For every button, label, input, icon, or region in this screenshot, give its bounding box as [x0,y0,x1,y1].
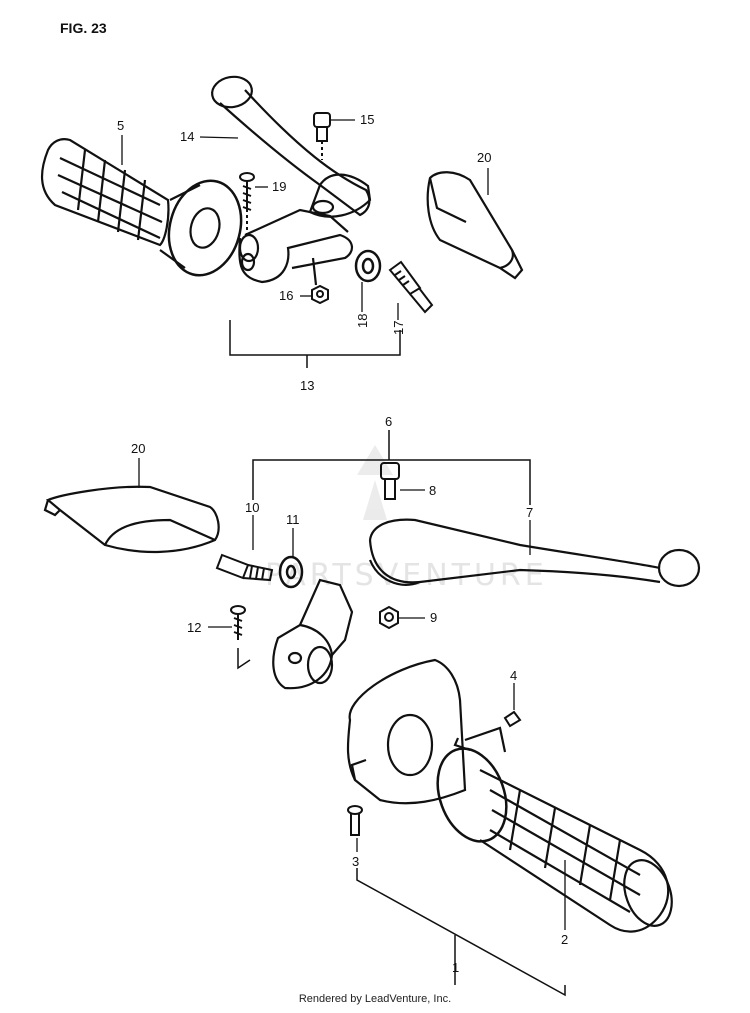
lower-lever-holder[interactable] [272,578,354,690]
callout-20-upper: 20 [477,150,491,165]
part-11-washer[interactable] [278,555,304,589]
part-14-lever[interactable] [210,74,372,218]
callout-2: 2 [561,932,568,947]
callout-14: 14 [180,129,194,144]
callout-15: 15 [360,112,374,127]
part-15-pivot-bolt[interactable] [313,112,331,160]
callout-5: 5 [117,118,124,133]
part-20-lever-cover-lower[interactable] [43,485,220,554]
callout-3: 3 [352,854,359,869]
callout-11: 11 [286,512,300,527]
part-4-pin[interactable] [503,710,522,728]
bracket-6 [252,430,531,505]
callout-1: 1 [452,960,459,975]
bracket-13 [229,320,401,368]
footer-credit: Rendered by LeadVenture, Inc. [298,993,452,1005]
part-18-washer[interactable] [354,249,382,283]
callout-19: 19 [272,179,286,194]
part-5-left-grip[interactable] [40,138,251,283]
callout-20-lower: 20 [131,441,145,456]
bracket-1 [356,868,566,997]
part-16-nut[interactable] [311,284,329,305]
callout-17: 17 [391,321,406,335]
figure-title: FIG. 23 [60,20,107,36]
part-3-screw[interactable] [347,805,363,836]
leader-lines [121,119,566,930]
throttle-housing[interactable] [346,658,467,805]
callout-7: 7 [526,505,533,520]
callout-labels: 1 2 3 4 5 6 7 8 9 10 11 12 13 14 15 16 1… [117,112,568,975]
part-8-pivot-bolt[interactable] [380,462,400,500]
part-12-screw[interactable] [230,605,251,670]
part-7-brake-lever[interactable] [368,518,701,588]
callout-16: 16 [279,288,293,303]
part-19-screw[interactable] [239,172,255,236]
part-20-lever-cover-upper[interactable] [426,171,524,280]
callout-4: 4 [510,668,517,683]
part-17-adjuster-bolt[interactable] [388,260,434,314]
callout-9: 9 [430,610,437,625]
part-9-nut[interactable] [379,605,399,630]
callout-13: 13 [300,378,314,393]
part-2-throttle-grip[interactable] [426,726,681,933]
callout-10: 10 [245,500,259,515]
callout-8: 8 [429,483,436,498]
part-13-lever-holder[interactable] [238,208,353,286]
part-10-adjuster-bolt[interactable] [215,553,274,582]
callout-12: 12 [187,620,201,635]
watermark-text: PARTSVENTURE [265,558,548,593]
callout-6: 6 [385,414,392,429]
callout-18: 18 [355,314,370,328]
